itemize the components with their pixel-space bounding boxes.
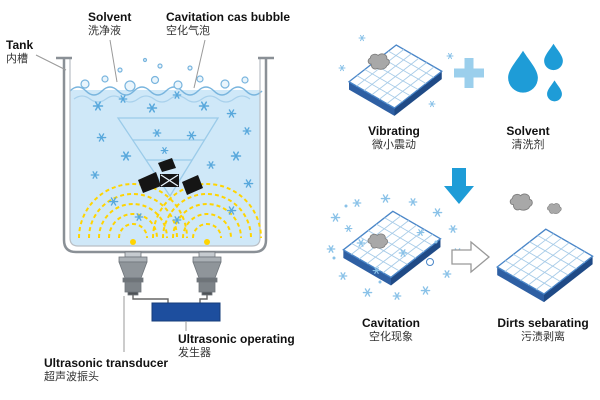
cavitation-label: Cavitation 空化现象 bbox=[341, 316, 441, 345]
ultrasonic-generator-box bbox=[151, 302, 221, 322]
solvent-drops-icon bbox=[508, 43, 563, 102]
plus-icon bbox=[454, 58, 484, 88]
solvent-label: Solvent 洗净液 bbox=[88, 10, 131, 39]
surface-bubbles bbox=[80, 57, 249, 92]
solvent-step-label-zh: 清洗剂 bbox=[511, 139, 545, 151]
dirts-separating-label-en: Dirts sebarating bbox=[497, 316, 589, 330]
solvent-label-en: Solvent bbox=[88, 10, 132, 24]
dirts-separating-label: Dirts sebarating 污渍剥离 bbox=[478, 316, 600, 345]
tank-label-en: Tank bbox=[6, 38, 34, 52]
ultrasonic-transducer-label-zh: 超声波振头 bbox=[44, 371, 99, 383]
tiny-bubble-dots bbox=[332, 204, 438, 284]
cavitation-bubble-label: Cavitation cas bubble 空化气泡 bbox=[166, 10, 290, 39]
leader-lines bbox=[35, 39, 206, 352]
vibrating-label-zh: 微小震动 bbox=[372, 139, 416, 151]
dirt-blob-icon bbox=[509, 193, 533, 211]
down-arrow-icon bbox=[444, 168, 474, 204]
separated-dirt-group bbox=[509, 193, 562, 214]
dirt-blob-icon bbox=[547, 203, 562, 214]
solvent-step-label: Solvent 清洗剂 bbox=[478, 124, 578, 153]
transducer-right bbox=[192, 251, 222, 296]
tank-label-zh: 内槽 bbox=[6, 53, 28, 65]
vibrating-label: Vibrating 微小震动 bbox=[344, 124, 444, 153]
cavitation-label-en: Cavitation bbox=[361, 316, 420, 330]
part-x-mark bbox=[160, 174, 179, 187]
cavitation-bubble-label-en: Cavitation cas bubble bbox=[166, 10, 291, 24]
cavitation-label-zh: 空化现象 bbox=[369, 331, 413, 343]
transducer-left bbox=[118, 251, 148, 296]
wiring bbox=[132, 295, 208, 303]
right-arrow-icon bbox=[451, 240, 491, 274]
solvent-label-zh: 洗净液 bbox=[88, 25, 121, 37]
tank-label: Tank 内槽 bbox=[6, 38, 33, 67]
solvent-step-label-en: Solvent bbox=[506, 124, 550, 138]
cavitation-plate bbox=[326, 194, 463, 300]
ultrasonic-operating-label: Ultrasonic operating 发生器 bbox=[178, 332, 295, 361]
ultrasonic-transducer-label-en: Ultrasonic transducer bbox=[44, 356, 169, 370]
wave-source-dot bbox=[130, 239, 136, 245]
wave-source-dot bbox=[204, 239, 210, 245]
ultrasonic-operating-label-zh: 发生器 bbox=[178, 347, 211, 359]
ultrasonic-operating-label-en: Ultrasonic operating bbox=[178, 332, 295, 346]
ultrasonic-transducer-label: Ultrasonic transducer 超声波振头 bbox=[44, 356, 168, 385]
vibrating-label-en: Vibrating bbox=[368, 124, 420, 138]
cavitation-bubble-label-zh: 空化气泡 bbox=[166, 25, 210, 37]
ultrasonic-waves bbox=[78, 183, 262, 239]
dirts-separating-label-zh: 污渍剥离 bbox=[521, 331, 565, 343]
clean-plate bbox=[496, 228, 594, 303]
vibrating-plate bbox=[338, 34, 454, 117]
